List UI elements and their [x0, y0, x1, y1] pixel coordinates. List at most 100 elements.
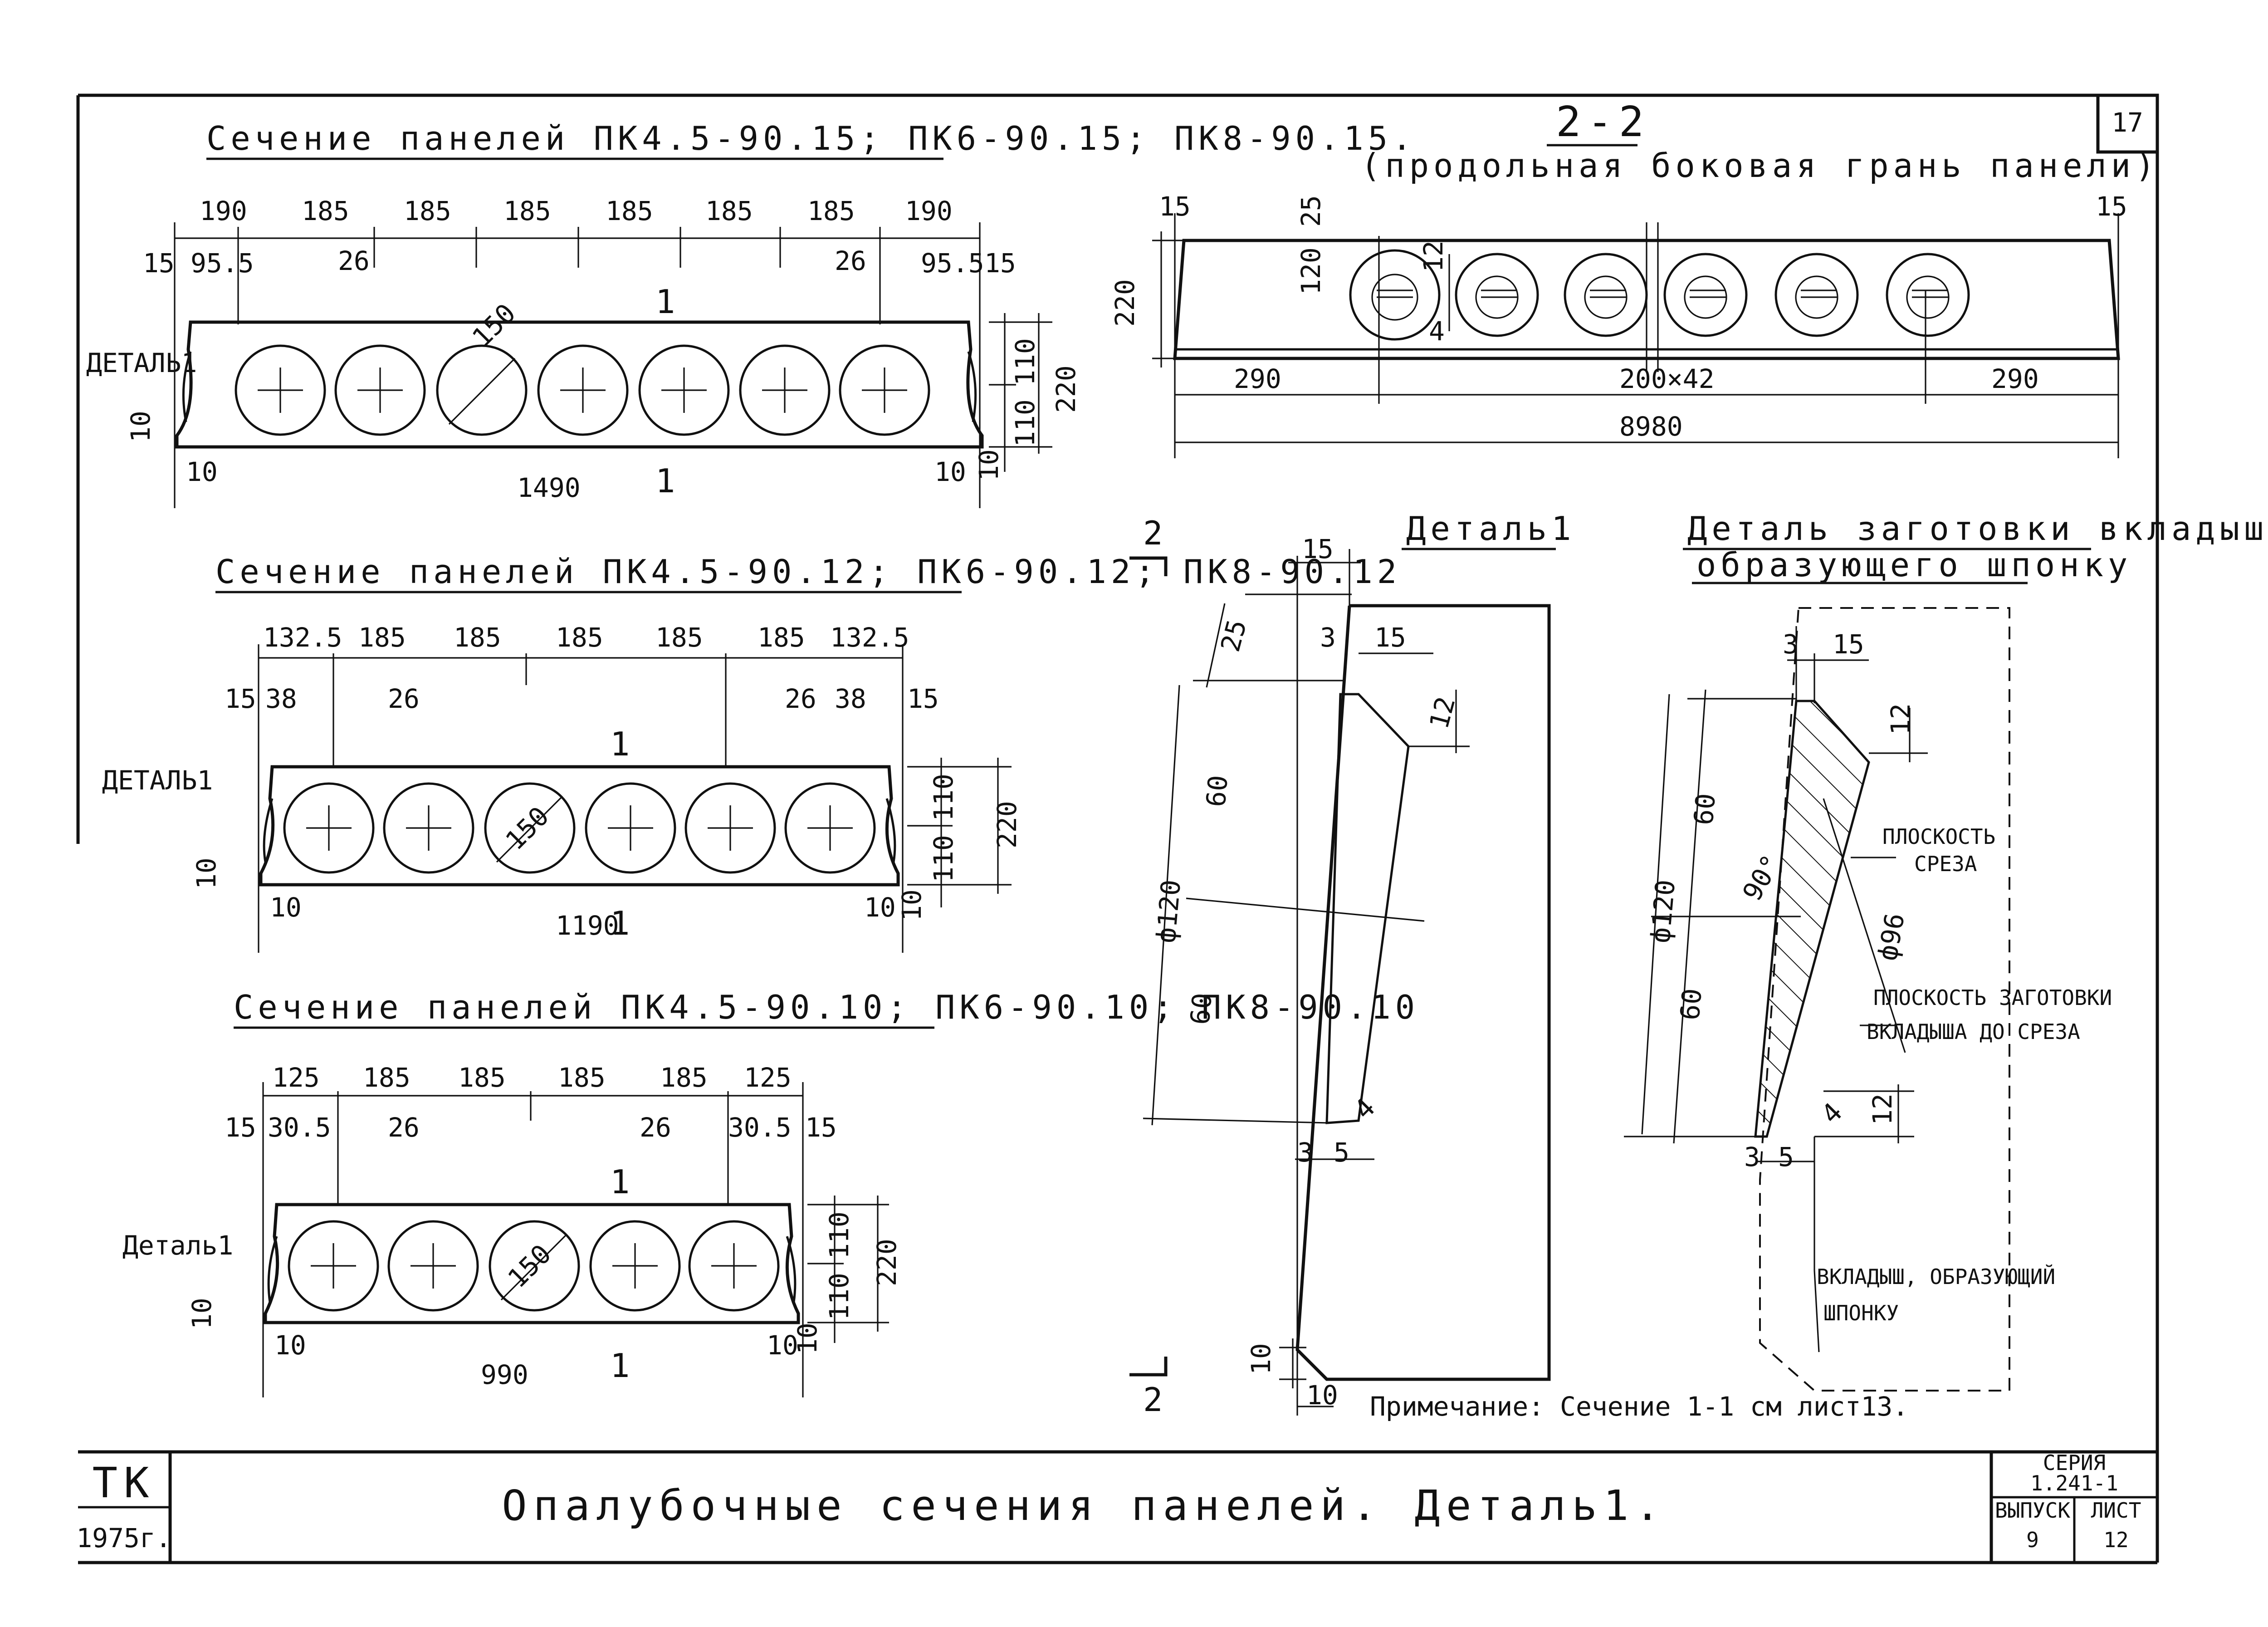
section-b-dim-1: 132.5 [263, 622, 342, 653]
section-a-voids [235, 344, 930, 436]
side-view-bottom-dim-3: 290 [1991, 363, 2039, 394]
section-b-mark-top: 1 [610, 725, 634, 763]
section-c-dim-1: 125 [272, 1062, 320, 1093]
side-view-dim-3: 25 [1295, 195, 1326, 227]
section-b-dim-6: 185 [758, 622, 805, 653]
sheet-frame [76, 93, 2159, 1564]
side-view-subtitle: (продольная боковая грань панели) [1361, 147, 2159, 185]
side-view-title: 2-2 [1556, 98, 1650, 146]
side-view-overall: 8980 [1619, 411, 1683, 442]
section-b-right-dim-1: 110 [928, 774, 959, 821]
section-a-right-dim-3: 110 [1010, 399, 1041, 447]
section-a-dim-5: 185 [606, 196, 653, 226]
section-b-dim-3: 185 [454, 622, 501, 653]
section-a-right-dim-4: 10 [973, 449, 1004, 481]
side-view-shear-keys [1349, 249, 1970, 341]
section-c-small-3: 26 [388, 1112, 420, 1143]
insert-dim-60-lower: 60 [1674, 987, 1708, 1022]
section-a-dim-8: 190 [905, 196, 953, 226]
section-b-drawing [258, 644, 1012, 953]
sheet-label: ЛИСТ [2091, 1498, 2141, 1523]
section-c-small-4: 26 [640, 1112, 671, 1143]
side-view-dim-7: 220 [1110, 279, 1140, 327]
section-c-dim-2: 185 [363, 1062, 411, 1093]
section-a-small-1: 15 [143, 248, 175, 279]
series-label: СЕРИЯ [2043, 1451, 2106, 1475]
section-b-voids [283, 782, 876, 874]
insert-dim-3-bottom: 3 [1744, 1142, 1760, 1172]
section-c-small-2: 30.5 [268, 1112, 331, 1143]
section-b-dim-5: 185 [655, 622, 703, 653]
section-a-right-dim-2: 220 [1051, 365, 1081, 413]
sheet-number-box: 17 [2112, 107, 2143, 138]
section-a-small-4: 26 [835, 245, 866, 276]
side-view-bottom-dim-2: 200×42 [1619, 363, 1715, 394]
section-c-overall: 990 [481, 1359, 528, 1390]
detail1-drawing [1129, 549, 1551, 1416]
detail1-dim-3-bottom: 3 [1297, 1137, 1313, 1168]
insert-dim-12-bottom: 12 [1867, 1093, 1898, 1125]
insert-label-insert-2: ШПОНКУ [1823, 1301, 1899, 1325]
section-a-small-2: 95.5 [191, 248, 254, 279]
section-a-dim-2: 185 [302, 196, 349, 226]
section-b-right-dim-2: 220 [992, 801, 1022, 848]
section-b-small-3: 26 [388, 683, 420, 714]
section-c-title: Сечение панелей ПК4.5-90.10; ПК6-90.10; … [234, 988, 1419, 1026]
section-a-bottom-small-2: 10 [934, 456, 966, 487]
sheet-title: Опалубочные сечения панелей. Деталь1. [502, 1481, 1666, 1530]
side-view-dim-5: 12 [1418, 240, 1449, 272]
insert-label-cut-2: СРЕЗА [1914, 852, 1977, 876]
detail1-dim-10-bottom: 10 [1306, 1380, 1338, 1411]
section-c-detail-label: Деталь1 [122, 1230, 233, 1261]
section-b-dim-4: 185 [556, 622, 603, 653]
insert-label-cut-1: ПЛОСКОСТЬ [1882, 824, 1995, 849]
section-b-dim-2: 185 [358, 622, 406, 653]
side-view-drawing [1152, 213, 2120, 458]
section-c-dim-3: 185 [458, 1062, 506, 1093]
section-c-right-dim-2: 220 [871, 1239, 902, 1286]
note: Примечание: Сечение 1-1 см лист13. [1370, 1391, 1908, 1422]
section-c-dim-4: 185 [558, 1062, 606, 1093]
section-b-bottom-small-2: 10 [864, 892, 896, 923]
section-a-title: Сечение панелей ПК4.5-90.15; ПК6-90.15; … [206, 119, 1416, 157]
detail1-cut-mark-top: 2 [1143, 514, 1167, 552]
insert-dim-dia96: ф96 [1872, 911, 1911, 963]
section-a-right-dim-1: 110 [1010, 338, 1041, 386]
org-label: ТК [93, 1459, 156, 1507]
section-b-mark-bottom: 1 [610, 904, 634, 942]
section-a-small-5: 95.5 [921, 248, 984, 279]
detail1-dim-60-upper: 60 [1200, 774, 1234, 809]
section-c-left-dim: 10 [186, 1298, 217, 1329]
issue-value: 9 [2026, 1528, 2039, 1552]
section-b-overall: 1190 [556, 910, 619, 941]
section-b-title: Сечение панелей ПК4.5-90.12; ПК6-90.12; … [215, 553, 1401, 591]
detail1-dim-10-left: 10 [1246, 1343, 1276, 1375]
side-view-bottom-dim-1: 290 [1234, 363, 1281, 394]
section-a-dim-4: 185 [503, 196, 551, 226]
side-view-dim-2: 15 [2096, 191, 2127, 222]
year-label: 1975г. [76, 1523, 171, 1553]
insert-title-line1: Деталь заготовки вкладыша, [1687, 510, 2268, 548]
insert-label-blank-1: ПЛОСКОСТЬ ЗАГОТОВКИ [1873, 985, 2112, 1010]
side-view-dim-1: 15 [1159, 191, 1191, 222]
detail1-cut-mark-bottom: 2 [1143, 1381, 1167, 1419]
insert-dim-15: 15 [1833, 629, 1864, 660]
section-c-small-1: 15 [225, 1112, 256, 1143]
insert-dim-12-top: 12 [1885, 703, 1916, 735]
section-b-right-dim-3: 110 [928, 835, 959, 882]
issue-label: ВЫПУСК [1995, 1498, 2070, 1523]
insert-dim-4: 4 [1815, 1097, 1848, 1130]
section-c-right-dim-4: 10 [792, 1323, 823, 1354]
section-a-detail-label: ДЕТАЛЬ1 [86, 348, 197, 378]
section-c-right-dim-1: 110 [824, 1211, 855, 1259]
section-a-dim-7: 185 [807, 196, 855, 226]
insert-title-line2: образующего шпонку [1696, 546, 2132, 584]
insert-label-insert-1: ВКЛАДЫШ, ОБРАЗУЮЩИЙ [1817, 1264, 2055, 1289]
section-c-right-dim-3: 110 [824, 1273, 855, 1320]
detail1-dim-3: 3 [1320, 622, 1336, 653]
section-a-small-3: 26 [338, 245, 370, 276]
insert-dim-3: 3 [1783, 629, 1799, 660]
side-view-dim-6: 4 [1429, 316, 1445, 347]
insert-drawing [1624, 607, 2010, 1392]
